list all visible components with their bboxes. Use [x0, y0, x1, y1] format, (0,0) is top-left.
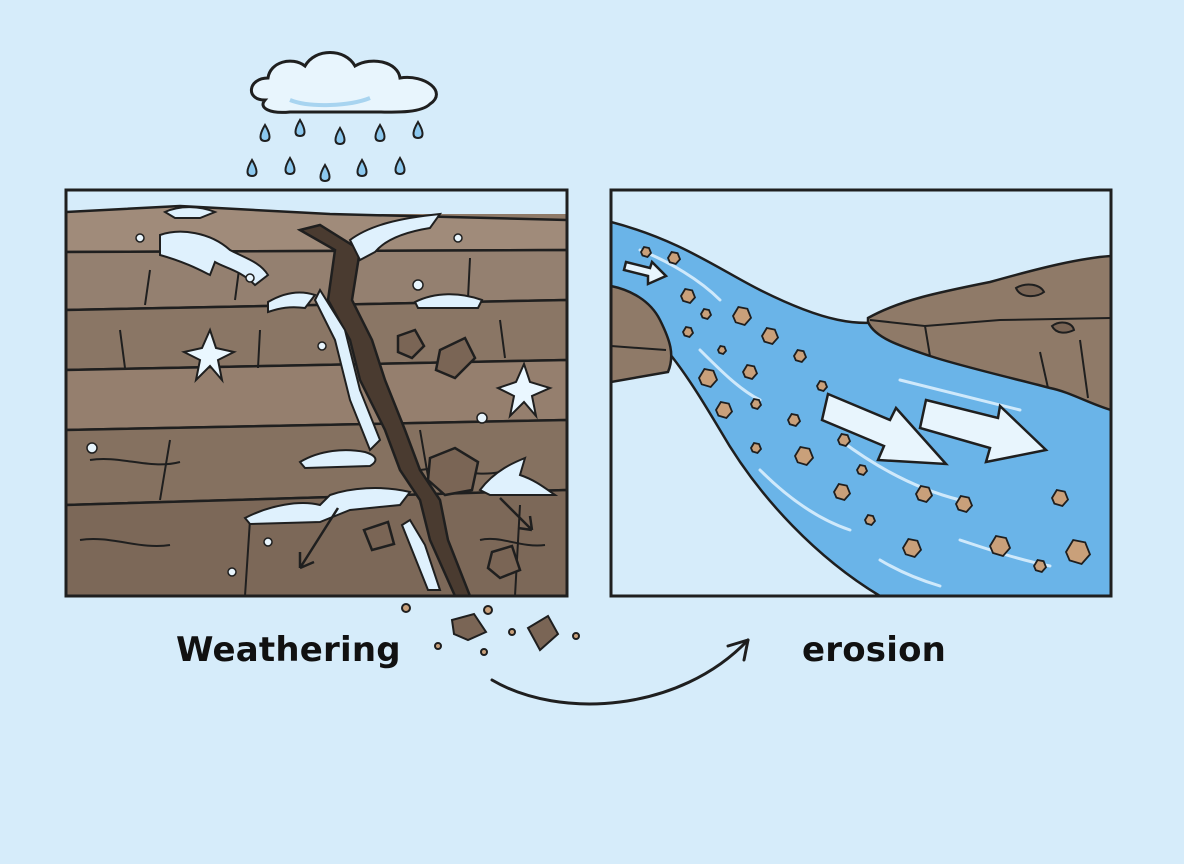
sediment-particle [1032, 558, 1048, 574]
sediment-particle [914, 484, 934, 504]
sediment-particle [749, 397, 763, 411]
raindrop [246, 158, 258, 178]
sediment-particle [749, 441, 763, 455]
weathering-label: Weathering [176, 630, 401, 670]
sediment-particle [901, 537, 923, 559]
sediment-particle [1064, 538, 1092, 566]
sediment-particle [836, 432, 852, 448]
sediment-particle [1050, 488, 1070, 508]
sediment-particle [793, 445, 815, 467]
rain-cloud-icon [250, 51, 438, 114]
raindrop [394, 156, 406, 176]
weathering-panel [64, 188, 569, 598]
sediment-particle [679, 287, 697, 305]
sediment-particle [697, 367, 719, 389]
raindrop [259, 123, 271, 143]
sediment-particle [988, 534, 1012, 558]
snowflake-icon [181, 327, 237, 384]
sediment-particle [741, 363, 759, 381]
sediment-particle [815, 379, 829, 393]
curved-arrow-icon [490, 638, 750, 706]
sediment-particle [954, 494, 974, 514]
raindrop [334, 126, 346, 146]
erosion-label: erosion [802, 630, 947, 670]
raindrop [412, 120, 424, 140]
sediment-particle [792, 348, 808, 364]
sediment-particle [714, 400, 734, 420]
sediment-particle [716, 344, 728, 356]
rock-fragments [362, 328, 522, 580]
raindrop [374, 123, 386, 143]
sediment-particle [760, 326, 780, 346]
sediment-particle [731, 305, 753, 327]
falling-sediment [401, 603, 580, 656]
erosion-panel [609, 188, 1113, 598]
sediment-particle [786, 412, 802, 428]
raindrop [356, 158, 368, 178]
raindrop [294, 118, 306, 138]
sediment-particle [639, 245, 653, 259]
sediment-particles [639, 245, 1092, 574]
sediment-particle [681, 325, 695, 339]
sediment-particle [863, 513, 877, 527]
sediment-particle [699, 307, 713, 321]
sediment-particle [855, 463, 869, 477]
arrow-icon [622, 259, 1049, 466]
sediment-particle [832, 482, 852, 502]
snowflake-icon [495, 361, 553, 420]
raindrop [319, 163, 331, 183]
sediment-particle [666, 250, 682, 266]
raindrop [284, 156, 296, 176]
